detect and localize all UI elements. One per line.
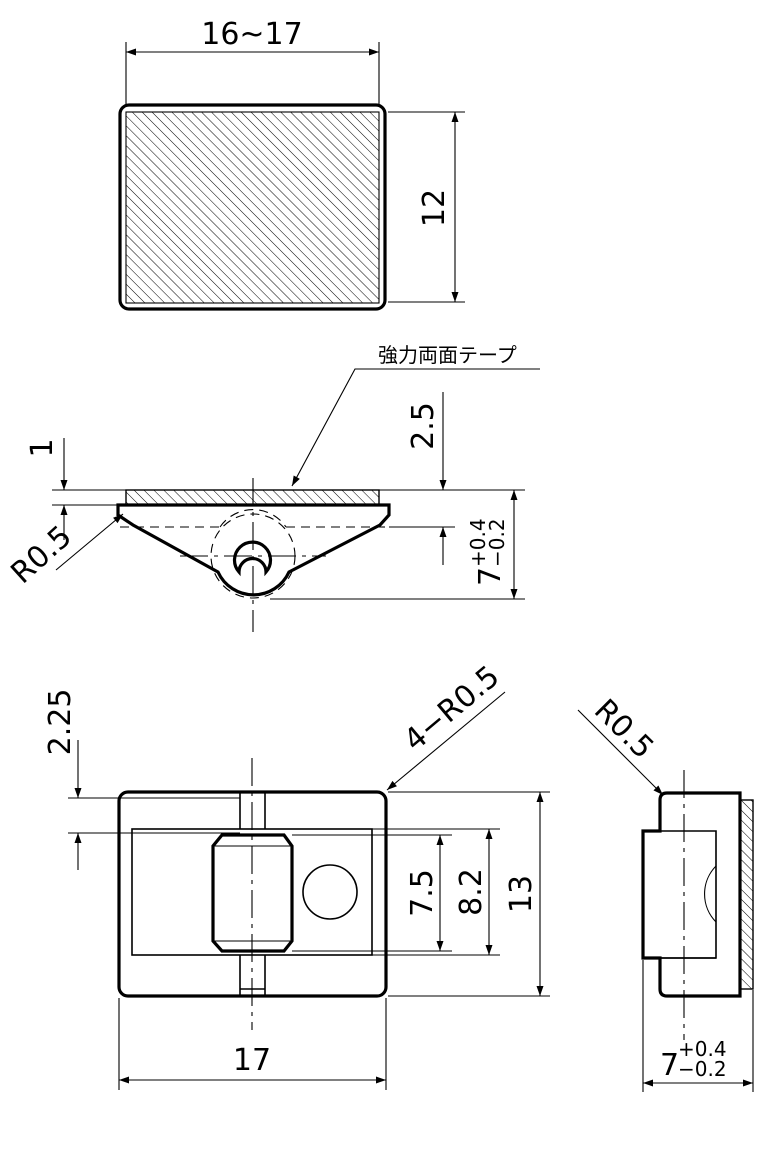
side-height-lower-tol: −0.2 xyxy=(485,518,509,567)
top-height-dimension: 12 xyxy=(417,189,452,227)
bottom-view-hole xyxy=(302,864,358,920)
end-view: R0.5 7 +0.4 −0.2 xyxy=(577,693,754,1092)
top-view: 16~17 12 xyxy=(118,17,465,311)
side-view: 強力両面テープ 1 R0.5 2.5 7 +0.4 −0.2 xyxy=(4,343,540,632)
top-width-dimension: 16~17 xyxy=(201,17,302,52)
bottom-height-dimension: 13 xyxy=(504,875,539,913)
side-tape-dimension: 1 xyxy=(25,438,60,457)
side-depth-dimension: 2.5 xyxy=(406,402,441,450)
tape-label: 強力両面テープ xyxy=(378,343,517,367)
side-view-slot xyxy=(232,540,273,577)
bottom-inner-dimension: 7.5 xyxy=(405,869,440,917)
end-radius-dimension: R0.5 xyxy=(587,693,660,766)
side-radius-dimension: R0.5 xyxy=(4,519,78,591)
top-view-hatched-tape xyxy=(125,111,380,304)
top-view-outline xyxy=(118,103,387,311)
bottom-corner-radius-dimension: 4−R0.5 xyxy=(397,659,506,758)
bottom-view: 2.25 4−R0.5 7.5 8.2 13 17 xyxy=(43,659,550,1090)
bottom-frame-dimension: 8.2 xyxy=(454,868,489,916)
bottom-view-roller xyxy=(211,833,294,953)
end-depth-upper-tol: +0.4 xyxy=(678,1037,727,1061)
side-height-base: 7 xyxy=(473,567,508,586)
bottom-offset-dimension: 2.25 xyxy=(43,689,78,756)
end-view-body xyxy=(641,791,742,998)
end-depth-lower-tol: −0.2 xyxy=(678,1057,727,1081)
side-height-upper-tol: +0.4 xyxy=(466,518,490,567)
bottom-width-dimension: 17 xyxy=(233,1043,271,1078)
side-view-body xyxy=(116,503,391,597)
end-depth-base: 7 xyxy=(660,1048,679,1083)
end-view-tape xyxy=(739,799,754,990)
